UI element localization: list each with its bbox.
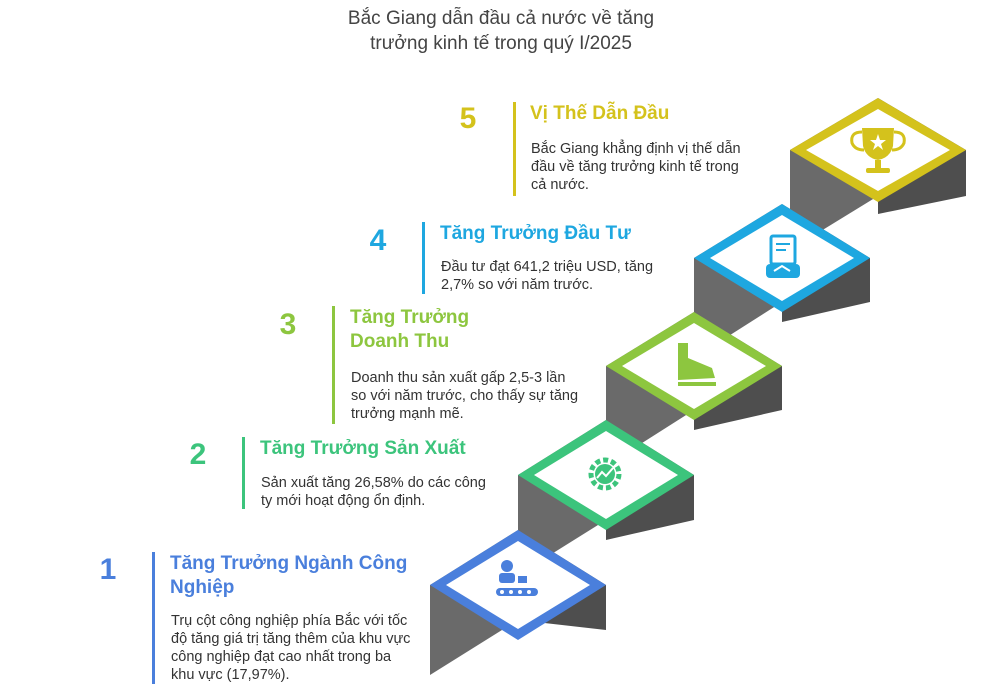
title-line-1: Bắc Giang dẫn đầu cả nước về tăng	[347, 8, 655, 29]
step-3-desc-line: trưởng mạnh mẽ.	[351, 406, 464, 422]
step-3-number: 3	[279, 308, 297, 341]
step-4-heading-line-1: Tăng Trưởng Đầu Tư	[440, 223, 631, 244]
step-1-desc-line: Trụ cột công nghiệp phía Bắc với tốc	[171, 613, 408, 629]
step-4-desc-line: Đầu tư đạt 641,2 triệu USD, tăng	[441, 259, 654, 275]
step-5-desc-line: Bắc Giang khẳng định vị thế dẫn	[531, 141, 741, 157]
step-1-heading: Tăng Trưởng Ngành Công Nghiệp	[170, 552, 407, 600]
step-3-description: Doanh thu sản xuất gấp 2,5-3 lần so với …	[351, 369, 578, 423]
step-1-accent-bar	[152, 552, 155, 684]
step-1-desc-line: độ tăng giá trị tăng thêm của khu vực	[171, 631, 411, 647]
step-4-accent-bar	[422, 222, 425, 294]
step-1-desc-line: công nghiệp đạt cao nhất trong ba	[171, 649, 392, 665]
step-5-desc-line: cả nước.	[531, 177, 589, 193]
contract-handshake-icon	[766, 234, 800, 278]
gear-trend-icon	[588, 457, 622, 491]
step-2-accent-bar	[242, 437, 245, 509]
step-3-accent-bar	[332, 306, 335, 424]
step-5-number: 5	[459, 102, 477, 135]
step-1-number: 1	[99, 553, 117, 586]
step-1-heading-line-1: Tăng Trưởng Ngành Công	[170, 553, 408, 574]
step-5-heading: Vị Thế Dẫn Đầu	[530, 102, 669, 126]
step-3-desc-line: Doanh thu sản xuất gấp 2,5-3 lần	[351, 370, 566, 386]
step-4-desc-line: 2,7% so với năm trước.	[441, 277, 594, 293]
page-title: Bắc Giang dẫn đầu cả nước về tăng trưởng…	[0, 6, 1002, 56]
step-4-number: 4	[369, 224, 387, 257]
step-5-description: Bắc Giang khẳng định vị thế dẫn đầu về t…	[531, 140, 741, 194]
step-1-heading-line-2: Nghiệp	[170, 577, 235, 598]
step-3-desc-line: so với năm trước, cho thấy sự tăng	[351, 388, 579, 404]
step-1-platform	[430, 530, 606, 640]
step-3-heading-line-1: Tăng Trưởng	[350, 307, 470, 328]
trophy-icon	[850, 128, 906, 173]
step-4-description: Đầu tư đạt 641,2 triệu USD, tăng 2,7% so…	[441, 258, 653, 294]
step-3-heading: Tăng Trưởng Doanh Thu	[350, 306, 469, 354]
title-line-2: trưởng kinh tế trong quý I/2025	[370, 33, 632, 54]
step-2-heading-line-1: Tăng Trưởng Sản Xuất	[260, 438, 466, 459]
step-5-accent-bar	[513, 102, 516, 196]
step-1-description: Trụ cột công nghiệp phía Bắc với tốc độ …	[171, 612, 410, 684]
rising-chart-icon	[678, 343, 716, 386]
step-1-desc-line: khu vực (17,97%).	[171, 667, 290, 683]
step-4-platform	[694, 204, 870, 312]
step-2-desc-line: Sản xuất tăng 26,58% do các công	[261, 475, 486, 491]
step-2-desc-line: ty mới hoạt động ổn định.	[261, 493, 426, 509]
step-2-description: Sản xuất tăng 26,58% do các công ty mới …	[261, 474, 486, 510]
factory-worker-conveyor-icon	[496, 560, 538, 596]
step-4-heading: Tăng Trưởng Đầu Tư	[440, 222, 631, 246]
step-2-number: 2	[189, 438, 207, 471]
step-5-desc-line: đầu về tăng trưởng kinh tế trong	[531, 159, 739, 175]
step-3-heading-line-2: Doanh Thu	[350, 331, 450, 352]
step-5-heading-line-1: Vị Thế Dẫn Đầu	[530, 103, 670, 124]
step-2-heading: Tăng Trưởng Sản Xuất	[260, 437, 466, 461]
